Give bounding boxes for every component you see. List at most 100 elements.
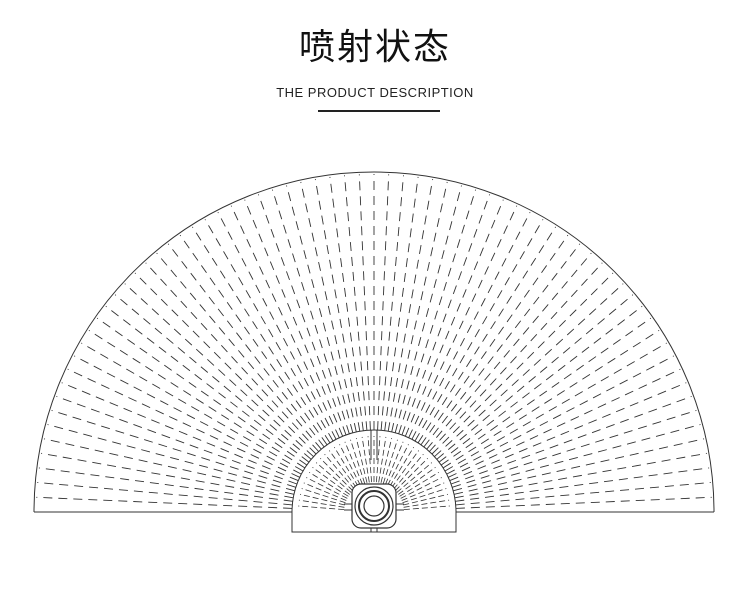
nozzle-inner-ray — [398, 466, 436, 495]
spray-ray — [145, 262, 319, 452]
nozzle-inner-ray — [403, 493, 448, 506]
nozzle-inner-ray — [298, 505, 345, 510]
nozzle-head — [344, 430, 404, 532]
nozzle-inner-ray — [391, 450, 420, 488]
nozzle-inner-ray — [403, 499, 450, 508]
spray-ray — [105, 305, 310, 463]
nozzle-inner-ray — [306, 477, 348, 499]
spray-ray — [244, 199, 344, 437]
spray-ray — [134, 272, 317, 455]
nozzle-inner-ray — [394, 458, 428, 492]
spray-ray — [436, 294, 634, 460]
spray-ray — [440, 317, 652, 466]
spray-ray — [420, 234, 569, 446]
spray-ray — [444, 342, 667, 472]
spray-ray — [404, 199, 504, 437]
spray-ray — [431, 272, 614, 455]
spray-ray — [454, 452, 707, 499]
spray-ray — [271, 189, 350, 434]
spray-ray — [434, 283, 624, 457]
spray-ray — [36, 496, 293, 509]
nozzle-inner-ray — [378, 436, 387, 483]
title-divider — [318, 110, 440, 112]
spray-ray — [423, 243, 581, 448]
spray-ray — [286, 185, 354, 433]
spray-ray — [411, 211, 531, 440]
spray-ray — [314, 179, 361, 432]
nozzle-inner-ray — [400, 477, 442, 499]
spray-ray — [448, 368, 681, 478]
spray-ray — [167, 243, 325, 448]
nozzle-inner-ray — [344, 441, 363, 485]
spray-ray — [380, 175, 404, 431]
outer-spray-boundary — [33, 171, 715, 513]
spray-ray — [452, 409, 697, 488]
spray-ray — [204, 219, 334, 442]
spray-ray — [257, 194, 347, 436]
spray-ray — [37, 482, 293, 506]
spray-ray — [56, 395, 298, 485]
spray-ray — [344, 175, 368, 431]
spray-ray — [449, 382, 687, 482]
nozzle-inner-ray — [376, 436, 381, 483]
spray-ray — [61, 382, 299, 482]
spray-ray — [414, 219, 544, 442]
nozzle-inner-ray — [361, 436, 370, 483]
nozzle-inner-ray — [403, 505, 450, 510]
nozzle-inner-ray — [333, 446, 359, 487]
nozzle-inner-ray — [396, 462, 433, 493]
spray-ray — [124, 283, 314, 457]
spray-ray — [455, 482, 711, 506]
nozzle-inner-ray — [303, 482, 347, 501]
nozzle-inner-ray — [315, 462, 352, 493]
spray-ray — [41, 452, 294, 499]
spray-ray — [394, 185, 462, 433]
spray-ray — [51, 409, 296, 488]
spray-ray — [417, 226, 556, 444]
nozzle-inner-ray — [308, 471, 349, 497]
page-subtitle: THE PRODUCT DESCRIPTION — [276, 85, 474, 100]
spray-ray — [73, 355, 302, 475]
spray-ray — [179, 234, 328, 446]
nozzle-ring — [363, 495, 385, 517]
nozzle-inner-ray — [355, 438, 368, 483]
spray-ray — [453, 424, 701, 492]
nozzle-inner-ray — [399, 471, 440, 497]
nozzle-inner-ray — [367, 436, 372, 483]
spray-ray — [398, 189, 477, 434]
nozzle-inner-ray — [350, 439, 366, 484]
nozzle-inner-ray — [382, 439, 398, 484]
spray-ray — [358, 174, 371, 431]
nozzle-inner-ray — [339, 444, 361, 486]
spray-ray — [455, 496, 712, 509]
spray-ray — [230, 205, 340, 438]
nozzle-inner-ray — [298, 499, 345, 508]
spray-ray — [377, 174, 390, 431]
spray-ray — [156, 252, 322, 450]
nozzle-inner-ray — [301, 488, 346, 504]
spray-ray — [114, 294, 312, 460]
nozzle-inner-ray — [402, 488, 447, 504]
spray-ray — [47, 424, 295, 492]
spray-ray — [442, 330, 660, 469]
spray-rays — [36, 174, 712, 509]
spray-ray — [387, 179, 434, 432]
spray-ray — [391, 181, 448, 432]
spray-ray — [67, 368, 300, 478]
page-title: 喷射状态 — [298, 27, 451, 68]
nozzle-inner-ray — [385, 441, 404, 485]
nozzle-inner-ray — [387, 444, 409, 486]
spray-ray — [217, 211, 337, 440]
nozzle-inner-rays — [298, 436, 450, 510]
nozzle-inner-ray — [401, 482, 445, 501]
spray-ray — [438, 305, 643, 463]
nozzle-inner-ray — [320, 458, 354, 492]
spray-ray — [450, 395, 692, 485]
spray-ray — [192, 226, 331, 444]
spray-ray — [81, 342, 304, 472]
nozzle-inner-ray — [393, 453, 424, 490]
nozzle-inner-ray — [300, 493, 345, 506]
nozzle-inner-ray — [389, 446, 415, 487]
spray-ray — [401, 194, 491, 436]
spray-ray — [455, 467, 710, 502]
